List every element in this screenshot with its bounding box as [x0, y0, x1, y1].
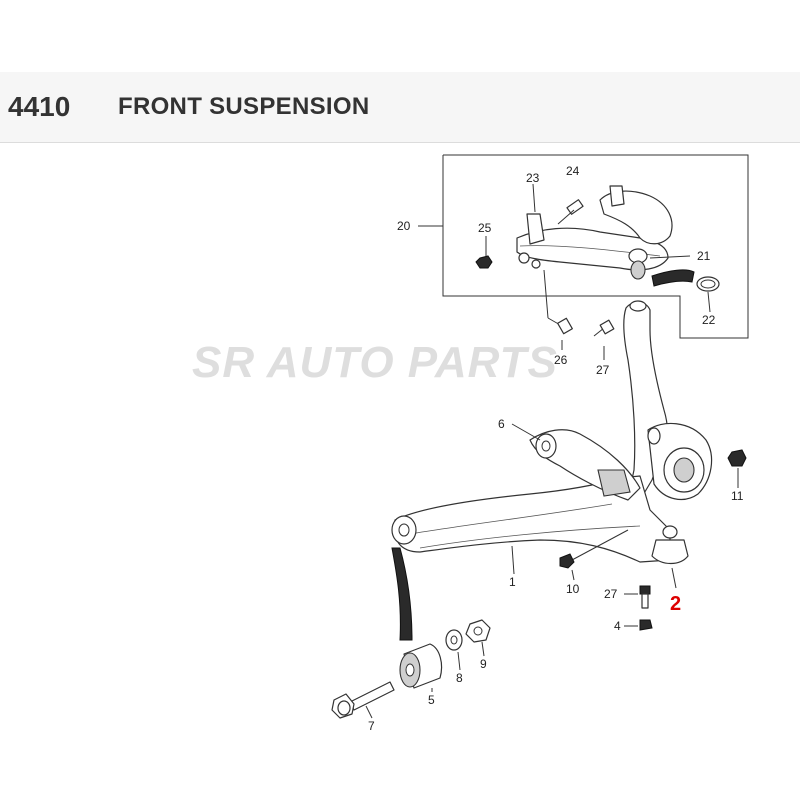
bushing[interactable] [399, 643, 443, 689]
callouts: 20 23 24 25 21 22 26 27 6 11 1 10 2 27 4… [368, 164, 744, 733]
callout-7[interactable]: 7 [368, 719, 375, 733]
lower-control-arm[interactable] [391, 429, 671, 563]
callout-6[interactable]: 6 [498, 417, 505, 431]
steering-knuckle[interactable] [623, 300, 713, 501]
callout-10[interactable]: 10 [566, 582, 580, 596]
bolt-27-lower[interactable] [639, 585, 651, 609]
callout-11[interactable]: 11 [731, 489, 744, 503]
page-header: 4410 FRONT SUSPENSION [0, 72, 800, 143]
long-bolt[interactable] [331, 681, 395, 719]
leader-lines [365, 183, 739, 719]
explode-arrow [391, 547, 413, 641]
callout-9[interactable]: 9 [480, 657, 487, 671]
nut-4[interactable] [639, 619, 653, 631]
callout-4[interactable]: 4 [614, 619, 621, 633]
bolt-26[interactable] [547, 317, 573, 335]
nut-11[interactable] [727, 449, 747, 467]
bolt-27-upper[interactable] [593, 319, 615, 337]
callout-27-lower[interactable]: 27 [604, 587, 618, 601]
nut-25[interactable] [475, 255, 493, 269]
callout-8[interactable]: 8 [456, 671, 463, 685]
callout-2[interactable]: 2 [670, 593, 681, 615]
callout-20[interactable]: 20 [397, 219, 411, 233]
bolt-10[interactable] [559, 529, 629, 569]
ball-joint[interactable] [651, 525, 689, 565]
nut-9[interactable] [465, 619, 491, 643]
callout-27-upper[interactable]: 27 [596, 363, 610, 377]
group-code: 4410 [8, 91, 71, 122]
upper-arm-assembly-frame [418, 154, 749, 339]
callout-21[interactable]: 21 [697, 249, 711, 263]
group-title: FRONT SUSPENSION [118, 93, 370, 120]
washer[interactable] [445, 629, 463, 651]
callout-23[interactable]: 23 [526, 171, 540, 185]
callout-25[interactable]: 25 [478, 221, 492, 235]
snap-ring[interactable] [696, 276, 720, 292]
callout-5[interactable]: 5 [428, 693, 435, 707]
upper-control-arm[interactable] [516, 185, 695, 287]
callout-26[interactable]: 26 [554, 353, 568, 367]
watermark: SR AUTO PARTS [192, 338, 558, 387]
callout-22[interactable]: 22 [702, 313, 716, 327]
callout-1[interactable]: 1 [509, 575, 516, 589]
callout-24[interactable]: 24 [566, 164, 580, 178]
bolt-24[interactable] [557, 199, 584, 225]
